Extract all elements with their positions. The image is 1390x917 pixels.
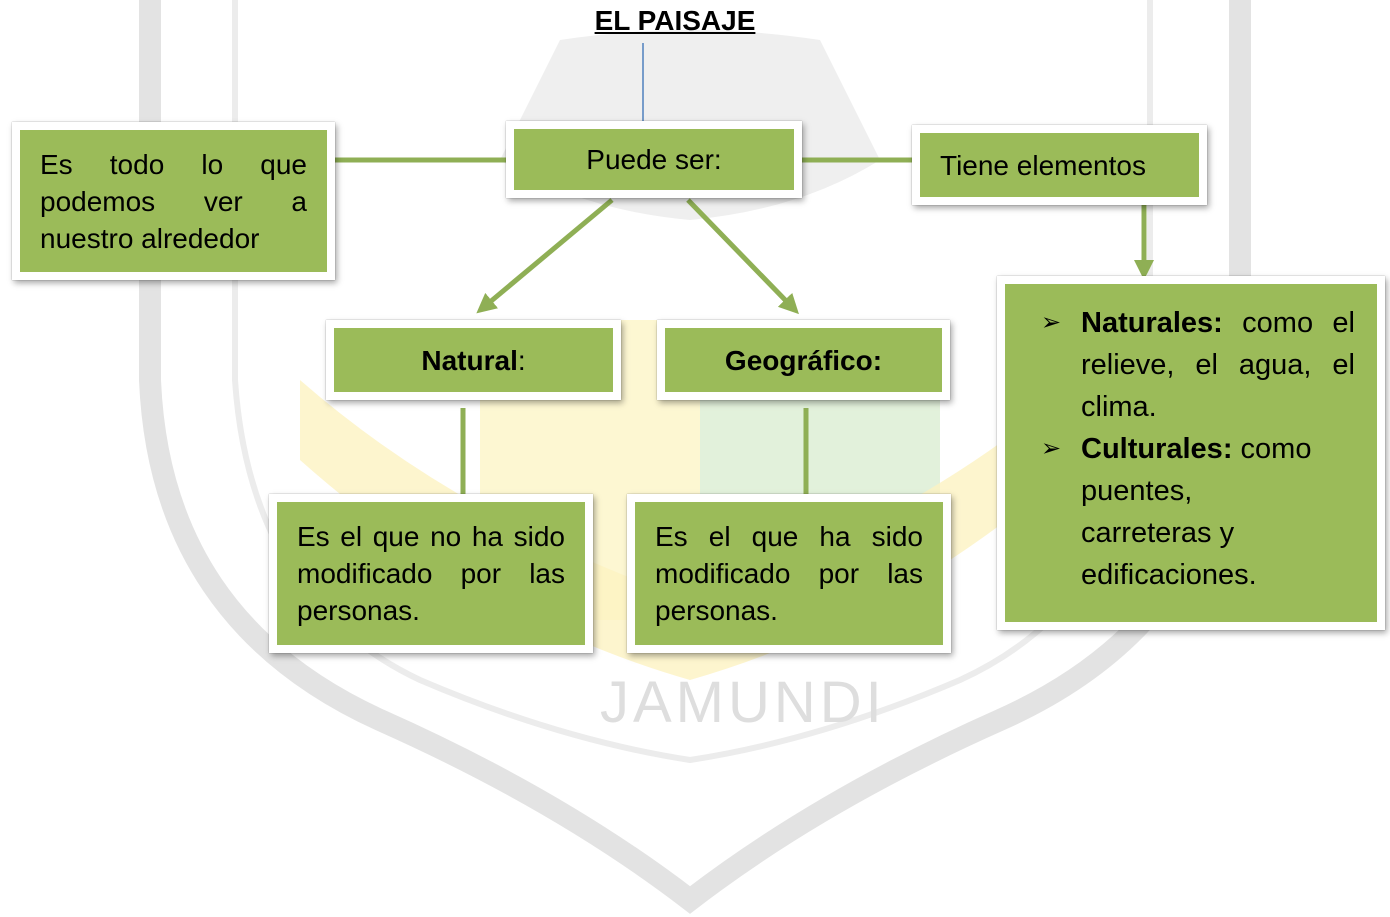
bullet-arrow-icon: ➢ xyxy=(1041,309,1062,336)
elementos-item-naturales: ➢ Naturales: como el relieve, el agua, el… xyxy=(1015,302,1355,428)
definition-text: Es todo lo que podemos ver a nuestro alr… xyxy=(40,149,307,254)
puede-ser-text: Puede ser: xyxy=(586,144,722,175)
arrow-to-natural xyxy=(476,198,614,314)
tiene-elementos-text: Tiene elementos xyxy=(940,150,1146,181)
natural-label: Natural xyxy=(421,345,518,376)
arrow-to-geografico xyxy=(686,198,799,315)
definition-box: Es todo lo que podemos ver a nuestro alr… xyxy=(12,122,335,280)
elementos-text: como el relieve, el agua, el clima. xyxy=(1081,307,1355,423)
geografico-description-text: Es el que ha sido modificado por las per… xyxy=(655,521,923,626)
elementos-text: como puentes, carreteras y edificaciones… xyxy=(1081,433,1312,591)
diagram-title: EL PAISAJE xyxy=(594,5,756,36)
geografico-box: Geográfico: xyxy=(657,320,950,400)
elementos-item-culturales: ➢ Culturales: como puentes, carreteras y … xyxy=(1015,428,1355,596)
bullet-arrow-icon: ➢ xyxy=(1041,435,1062,462)
natural-description-text: Es el que no ha sido modificado por las … xyxy=(297,521,565,626)
elementos-list-box: ➢ Naturales: como el relieve, el agua, el… xyxy=(997,276,1385,630)
natural-suffix: : xyxy=(517,345,526,376)
elementos-term: Naturales: xyxy=(1081,307,1223,339)
geografico-description-box: Es el que ha sido modificado por las per… xyxy=(627,494,951,653)
puede-ser-box: Puede ser: xyxy=(506,121,802,198)
natural-description-box: Es el que no ha sido modificado por las … xyxy=(269,494,593,653)
tiene-elementos-box: Tiene elementos xyxy=(912,125,1207,205)
elementos-list: ➢ Naturales: como el relieve, el agua, el… xyxy=(1015,302,1355,596)
crest-text-jamundi: JAMUNDI xyxy=(600,670,886,735)
geografico-label: Geográfico: xyxy=(724,345,883,376)
natural-box: Natural: xyxy=(326,320,621,400)
elementos-term: Culturales: xyxy=(1081,433,1233,465)
